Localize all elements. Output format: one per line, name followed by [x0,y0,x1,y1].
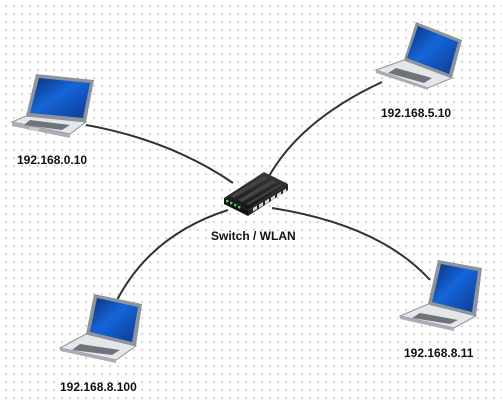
switch-node [220,168,290,225]
laptop-node-2 [58,292,148,369]
link-switch-to-laptop-0 [85,124,234,184]
laptop-icon [374,22,462,90]
laptop-node-3 [398,258,486,337]
laptop-label-3: 192.168.8.11 [404,346,474,360]
network-switch-icon [224,172,288,216]
link-switch-to-laptop-3 [271,207,431,281]
laptop-node-1 [372,20,464,95]
laptop-node-0 [10,70,98,145]
laptop-icon [58,294,142,363]
laptop-icon [398,260,482,331]
laptop-label-2: 192.168.8.100 [60,380,137,394]
switch-label: Switch / WLAN [211,229,296,243]
laptop-icon [10,74,94,138]
laptop-label-1: 192.168.5.10 [381,106,452,120]
link-switch-to-laptop-1 [267,81,383,179]
link-switch-to-laptop-2 [115,209,229,303]
laptop-label-0: 192.168.0.10 [17,153,88,167]
